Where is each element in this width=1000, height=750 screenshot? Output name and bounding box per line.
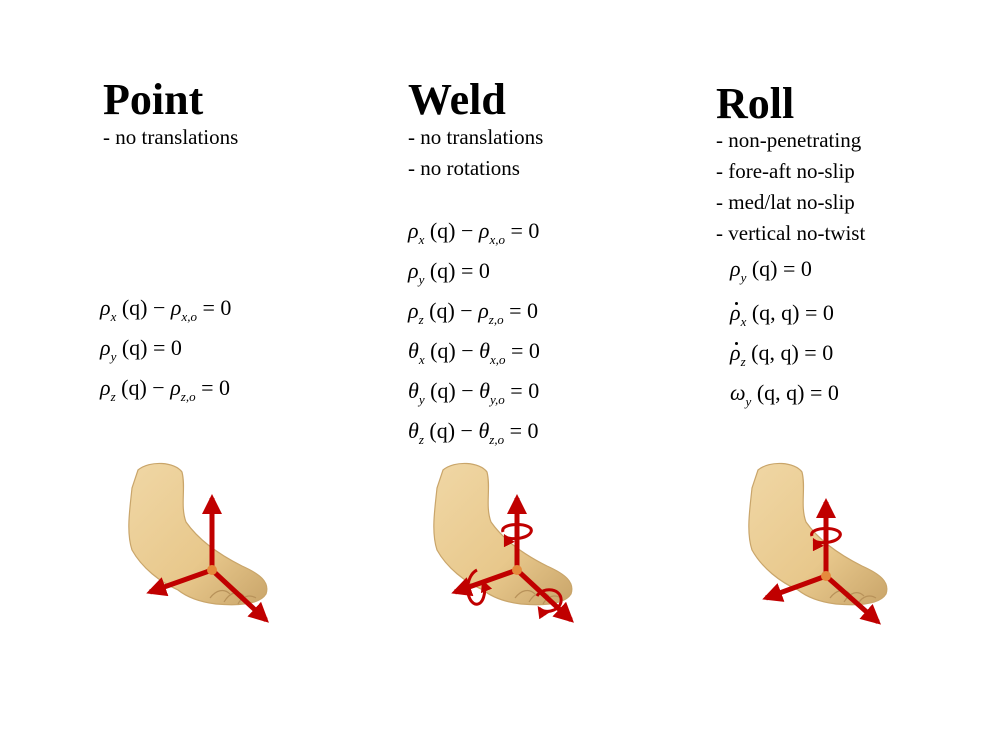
bullet-list: - non-penetrating - fore-aft no-slip - m… [716, 125, 865, 249]
bullet-item: - vertical no-twist [716, 221, 866, 245]
origin-point-icon [821, 571, 831, 581]
bullet-item: - med/lat no-slip [716, 190, 855, 214]
rotation-arrows-icon [466, 523, 563, 620]
equation: θx (q) − θx,o = 0 [408, 338, 540, 367]
equation: ρx (q) − ρx,o = 0 [408, 218, 540, 247]
foot-icon [748, 462, 888, 606]
equation: ρz (q, q) = 0 [730, 340, 834, 369]
bullet-item: - fore-aft no-slip [716, 159, 855, 183]
foot-icon [433, 462, 573, 606]
column-title: Point [103, 75, 204, 124]
bullet-item: - no translations [103, 125, 239, 149]
equation: θz (q) − θz,o = 0 [408, 418, 539, 447]
equation: ρy (q) = 0 [408, 258, 490, 287]
origin-point-icon [512, 565, 522, 575]
equation: ρz (q) − ρz,o = 0 [100, 375, 230, 404]
origin-point-icon [207, 565, 217, 575]
equation: ωy (q, q) = 0 [730, 380, 839, 409]
translation-axes-icon [146, 494, 269, 623]
equation: ρx (q) − ρx,o = 0 [100, 295, 232, 324]
foot-figure [433, 462, 574, 623]
foot-icon [128, 462, 268, 606]
bullet-item: - no rotations [408, 156, 520, 180]
equation: θy (q) − θy,o = 0 [408, 378, 540, 407]
equation: ρy (q) = 0 [100, 335, 182, 364]
bullet-item: - no translations [408, 125, 544, 149]
foot-figure [748, 462, 888, 625]
foot-figure [128, 462, 269, 623]
column-title: Roll [716, 79, 795, 128]
bullet-list: - no translations - no rotations [408, 122, 543, 184]
rotation-arrow-icon [810, 527, 842, 552]
bullet-item: - non-penetrating [716, 128, 862, 152]
bullet-list: - no translations [103, 122, 238, 153]
equation: ρx (q, q) = 0 [730, 300, 834, 329]
equation: ρy (q) = 0 [730, 256, 812, 285]
equation: ρz (q) − ρz,o = 0 [408, 298, 538, 327]
translation-axes-icon [762, 498, 881, 625]
column-title: Weld [408, 75, 506, 124]
